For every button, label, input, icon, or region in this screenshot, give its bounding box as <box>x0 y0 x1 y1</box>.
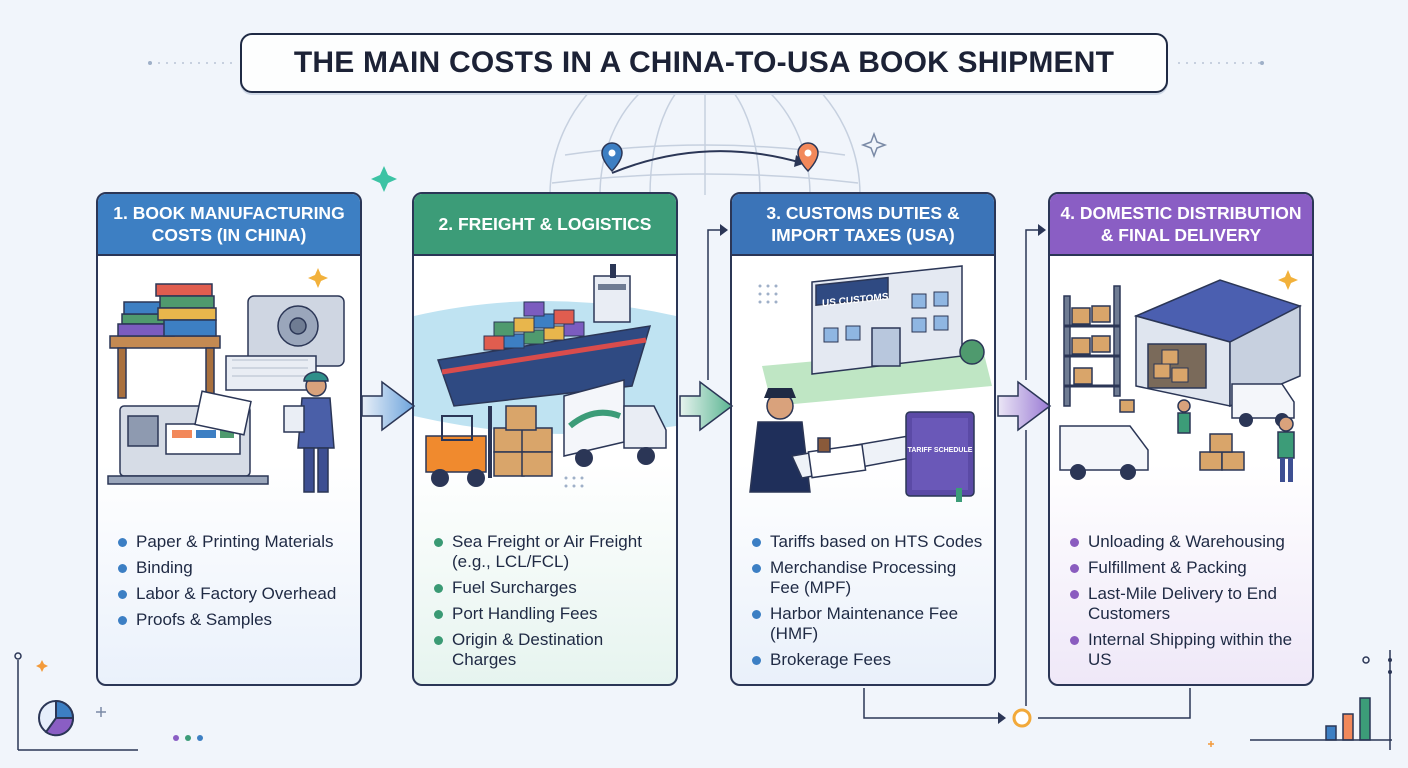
panel-distribution: 4. DOMESTIC DISTRIBUTION & FINAL DELIVER… <box>1048 192 1314 686</box>
list-item: Harbor Maintenance Fee (HMF) <box>752 604 984 644</box>
list-item: Proofs & Samples <box>118 610 350 630</box>
pie-chart-icon <box>38 699 75 737</box>
cost-list: Unloading & Warehousing Fulfillment & Pa… <box>1070 532 1302 676</box>
list-item: Brokerage Fees <box>752 650 984 670</box>
list-item: Binding <box>118 558 350 578</box>
page-title: THE MAIN COSTS IN A CHINA-TO-USA BOOK SH… <box>293 46 1115 79</box>
factory-illustration <box>107 268 345 493</box>
globe-route-illustration <box>549 95 861 195</box>
list-item: Fuel Surcharges <box>434 578 666 598</box>
list-item: Merchandise Processing Fee (MPF) <box>752 558 984 598</box>
location-pin-icon <box>797 142 819 173</box>
customs-illustration: US CUSTOMS TARIFF SCHEDULE <box>749 265 992 502</box>
cost-list: Tariffs based on HTS Codes Merchandise P… <box>752 532 984 676</box>
cost-list: Paper & Printing Materials Binding Labor… <box>118 532 350 636</box>
panel-customs: 3. CUSTOMS DUTIES & IMPORT TAXES (USA) U… <box>730 192 996 686</box>
warehouse-illustration <box>1059 270 1302 482</box>
list-item: Last-Mile Delivery to End Customers <box>1070 584 1302 624</box>
title-banner: THE MAIN COSTS IN A CHINA-TO-USA BOOK SH… <box>240 33 1168 93</box>
list-item: Internal Shipping within the US <box>1070 630 1302 670</box>
list-item: Fulfillment & Packing <box>1070 558 1302 578</box>
list-item: Unloading & Warehousing <box>1070 532 1302 552</box>
cost-list: Sea Freight or Air Freight (e.g., LCL/FC… <box>434 532 666 676</box>
list-item: Origin & Destination Charges <box>434 630 666 670</box>
sparkle-icon <box>860 131 888 159</box>
panel-header: 3. CUSTOMS DUTIES & IMPORT TAXES (USA) <box>732 194 994 256</box>
panel-header: 2. FREIGHT & LOGISTICS <box>414 194 676 256</box>
sparkle-icon <box>371 166 397 192</box>
bar-chart-icon <box>1250 697 1392 741</box>
ship-truck-illustration <box>414 264 676 488</box>
list-item: Port Handling Fees <box>434 604 666 624</box>
list-item: Tariffs based on HTS Codes <box>752 532 984 552</box>
location-pin-icon <box>601 142 623 173</box>
panel-header: 1. BOOK MANUFACTURING COSTS (IN CHINA) <box>98 194 360 256</box>
list-item: Labor & Factory Overhead <box>118 584 350 604</box>
tariff-book-label: TARIFF SCHEDULE <box>908 447 973 454</box>
panel-freight: 2. FREIGHT & LOGISTICS Sea F <box>412 192 678 686</box>
panel-manufacturing: 1. BOOK MANUFACTURING COSTS (IN CHINA) <box>96 192 362 686</box>
list-item: Paper & Printing Materials <box>118 532 350 552</box>
panel-header: 4. DOMESTIC DISTRIBUTION & FINAL DELIVER… <box>1050 194 1312 256</box>
list-item: Sea Freight or Air Freight (e.g., LCL/FC… <box>434 532 666 572</box>
